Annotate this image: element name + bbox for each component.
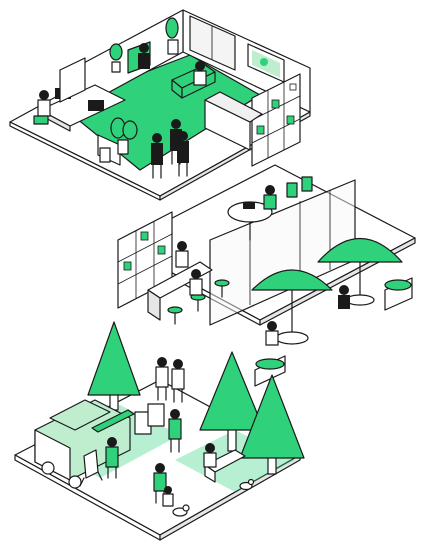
stool (167, 306, 183, 325)
planter (254, 355, 286, 387)
table-with-laptop (227, 185, 277, 241)
monitor (88, 100, 104, 111)
bookshelf (251, 73, 301, 167)
plant-icon (165, 17, 179, 55)
person-icon (33, 90, 51, 125)
person-icon (265, 321, 279, 346)
office-desks (39, 57, 126, 166)
umbrella-icon (317, 238, 403, 306)
person-icon (203, 443, 217, 468)
person-icon (171, 359, 185, 403)
wall-picture (286, 182, 298, 198)
plant-icon (109, 43, 123, 73)
wall-picture (301, 176, 313, 192)
stool (214, 279, 230, 298)
trash-bin (99, 147, 111, 163)
cafe-floor (117, 164, 416, 387)
laptop-icon (243, 202, 255, 209)
office-floor (9, 9, 311, 201)
umbrella-icon (251, 269, 333, 345)
plant-icon (110, 117, 138, 155)
person-icon (153, 463, 167, 504)
stool (190, 293, 206, 312)
person-icon (175, 241, 189, 268)
person-icon (177, 131, 189, 177)
park-ground (14, 321, 305, 541)
trash-bin (147, 403, 165, 427)
person-icon (155, 357, 169, 401)
planter (384, 277, 413, 311)
person-icon (162, 486, 174, 507)
window (189, 15, 236, 71)
tree-icon (199, 351, 265, 452)
dog-icon (239, 478, 255, 491)
person-icon (189, 269, 203, 296)
tree-icon (87, 321, 141, 411)
person-icon (338, 285, 350, 309)
dog-icon (172, 504, 190, 517)
person-icon (151, 133, 163, 179)
person-icon (138, 43, 150, 69)
person-icon (168, 409, 182, 453)
person-icon (193, 61, 207, 86)
menu-board (79, 449, 103, 487)
tree-icon (239, 374, 305, 475)
person-icon (105, 437, 119, 479)
